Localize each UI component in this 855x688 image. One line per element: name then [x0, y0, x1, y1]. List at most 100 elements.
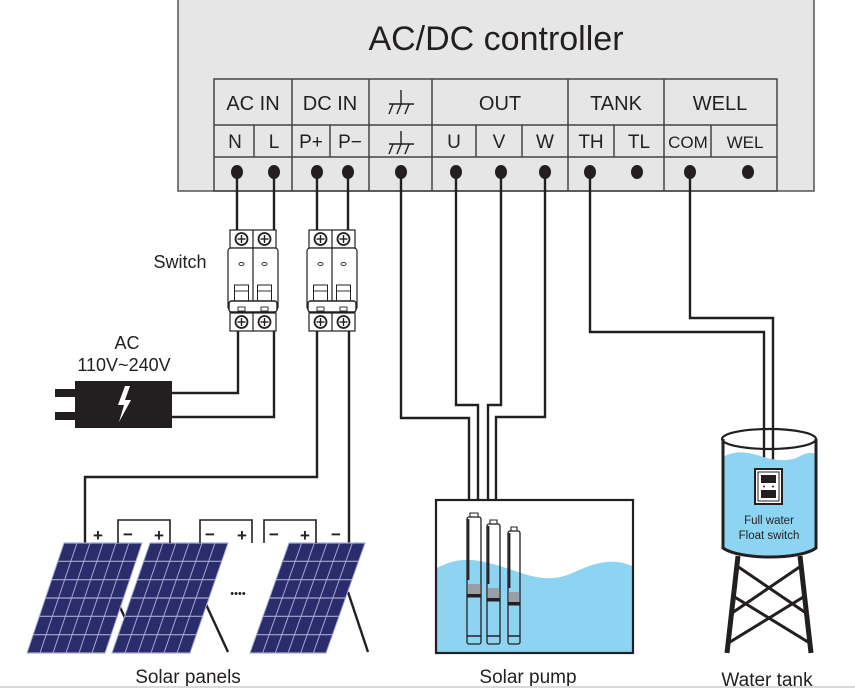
group-label-ac-in: AC IN: [226, 93, 279, 115]
panel-border: [26, 542, 143, 654]
handle-notch: [339, 306, 348, 312]
ground-icon: [388, 90, 414, 115]
water-tank-label: Water tank: [721, 670, 813, 688]
plug-prong: [55, 412, 77, 420]
submersible-pump: [486, 519, 501, 645]
wire-th-float: [588, 172, 766, 470]
terminal-label-u: U: [447, 132, 461, 153]
solar-panels-label: Solar panels: [135, 667, 241, 688]
panel-ellipsis: ••••: [230, 588, 246, 600]
terminal-label-p-minus: P−: [338, 132, 362, 153]
panel-link-minus: −: [269, 525, 279, 544]
indicator: [340, 261, 347, 267]
plug-prong: [55, 389, 77, 397]
terminal-label-tl: TL: [628, 132, 650, 153]
pump-intake-screen: [508, 592, 520, 602]
pump-body: [507, 530, 521, 645]
terminal-label-n: N: [228, 132, 242, 153]
pumps: [466, 512, 521, 645]
wires: [83, 172, 775, 543]
tank-body: [721, 439, 818, 559]
ac-voltage-label: 110V~240V: [77, 355, 170, 375]
ac-plug: AC 110V~240V: [55, 333, 172, 428]
switch-label: Switch: [153, 252, 206, 272]
panel-link-plus: +: [237, 526, 247, 545]
pump-body: [486, 523, 501, 645]
pump-band: [467, 594, 481, 598]
ac-breaker: [227, 229, 279, 332]
solar-panel: [26, 542, 143, 654]
terminal-screw-wel: [742, 165, 754, 179]
pump-band: [508, 602, 520, 606]
indicator: [238, 261, 245, 267]
float-switch-label-2: Float switch: [739, 530, 800, 542]
panel-last-minus: −: [331, 525, 341, 544]
pump-band: [487, 598, 500, 602]
terminal-screw-tl: [631, 165, 643, 179]
panel-link-plus: +: [154, 526, 164, 545]
solar-panel: [111, 542, 230, 654]
group-label-dc-in: DC IN: [303, 93, 357, 115]
solar-pump-well: [434, 498, 635, 655]
wire-com-float: [688, 172, 775, 470]
pump-intake-screen: [487, 588, 500, 598]
controller: AC/DC controller AC IN DC IN OUT TANK WE…: [177, 0, 815, 192]
pump-intake-screen: [467, 584, 481, 594]
bottom-divider: [0, 686, 855, 688]
terminal-label-l: L: [269, 132, 280, 153]
toggle-lever: [336, 284, 351, 302]
wire-w-pump: [494, 172, 547, 500]
tank-rim: [720, 427, 818, 451]
panel-stand: [202, 599, 230, 653]
toggle-lever: [234, 284, 249, 302]
well-box: [434, 498, 635, 655]
pump-body: [466, 516, 482, 645]
toggle-lever: [257, 284, 272, 302]
wire-ground-pump: [399, 172, 471, 500]
panel-link-plus: +: [300, 526, 310, 545]
lightning-bolt-icon: [118, 386, 131, 422]
group-label-out: OUT: [479, 93, 521, 115]
float-switch: [754, 468, 783, 505]
solar-pump-label: Solar pump: [479, 667, 576, 688]
ac-source-label: AC: [114, 333, 139, 353]
well-water: [437, 559, 632, 652]
terminal-label-com: COM: [668, 133, 708, 152]
panel-stand: [346, 591, 370, 653]
indicator: [261, 261, 268, 267]
panel-link-minus: −: [123, 525, 133, 544]
wire-ac-n-plug: [172, 330, 240, 395]
float-switch-label-1: Full water: [744, 515, 794, 527]
panel-first-plus: +: [93, 526, 103, 545]
handle-notch: [237, 306, 246, 312]
terminal-block: [213, 78, 778, 192]
group-label-well: WELL: [693, 93, 747, 115]
dc-breaker: [306, 229, 358, 332]
controller-box: [177, 0, 815, 192]
ground-icon: [388, 131, 414, 155]
submersible-pump: [507, 526, 521, 645]
tower-legs: [724, 555, 814, 654]
toggle-lever: [313, 284, 328, 302]
indicator: [317, 261, 324, 267]
water-tank: Full water Float switch: [720, 427, 818, 654]
panel-border: [249, 542, 366, 654]
wire-dc-plus-panels: [83, 330, 319, 543]
wire-v-pump: [486, 172, 503, 500]
terminal-label-wel: WEL: [727, 133, 764, 152]
wire-u-pump: [454, 172, 480, 500]
group-label-tank: TANK: [590, 93, 643, 115]
panel-border: [111, 542, 229, 654]
breaker-handle: [228, 300, 278, 313]
terminal-label-v: V: [493, 132, 506, 153]
solar-panel-array: [26, 542, 370, 654]
terminal-label-w: W: [536, 132, 554, 153]
panel-polarity: [117, 519, 317, 543]
terminal-label-p-plus: P+: [299, 132, 323, 153]
handle-notch: [316, 306, 325, 312]
submersible-pump: [466, 512, 482, 645]
solar-panel: [249, 542, 370, 654]
controller-title: AC/DC controller: [368, 20, 623, 58]
terminal-label-th: TH: [578, 132, 603, 153]
